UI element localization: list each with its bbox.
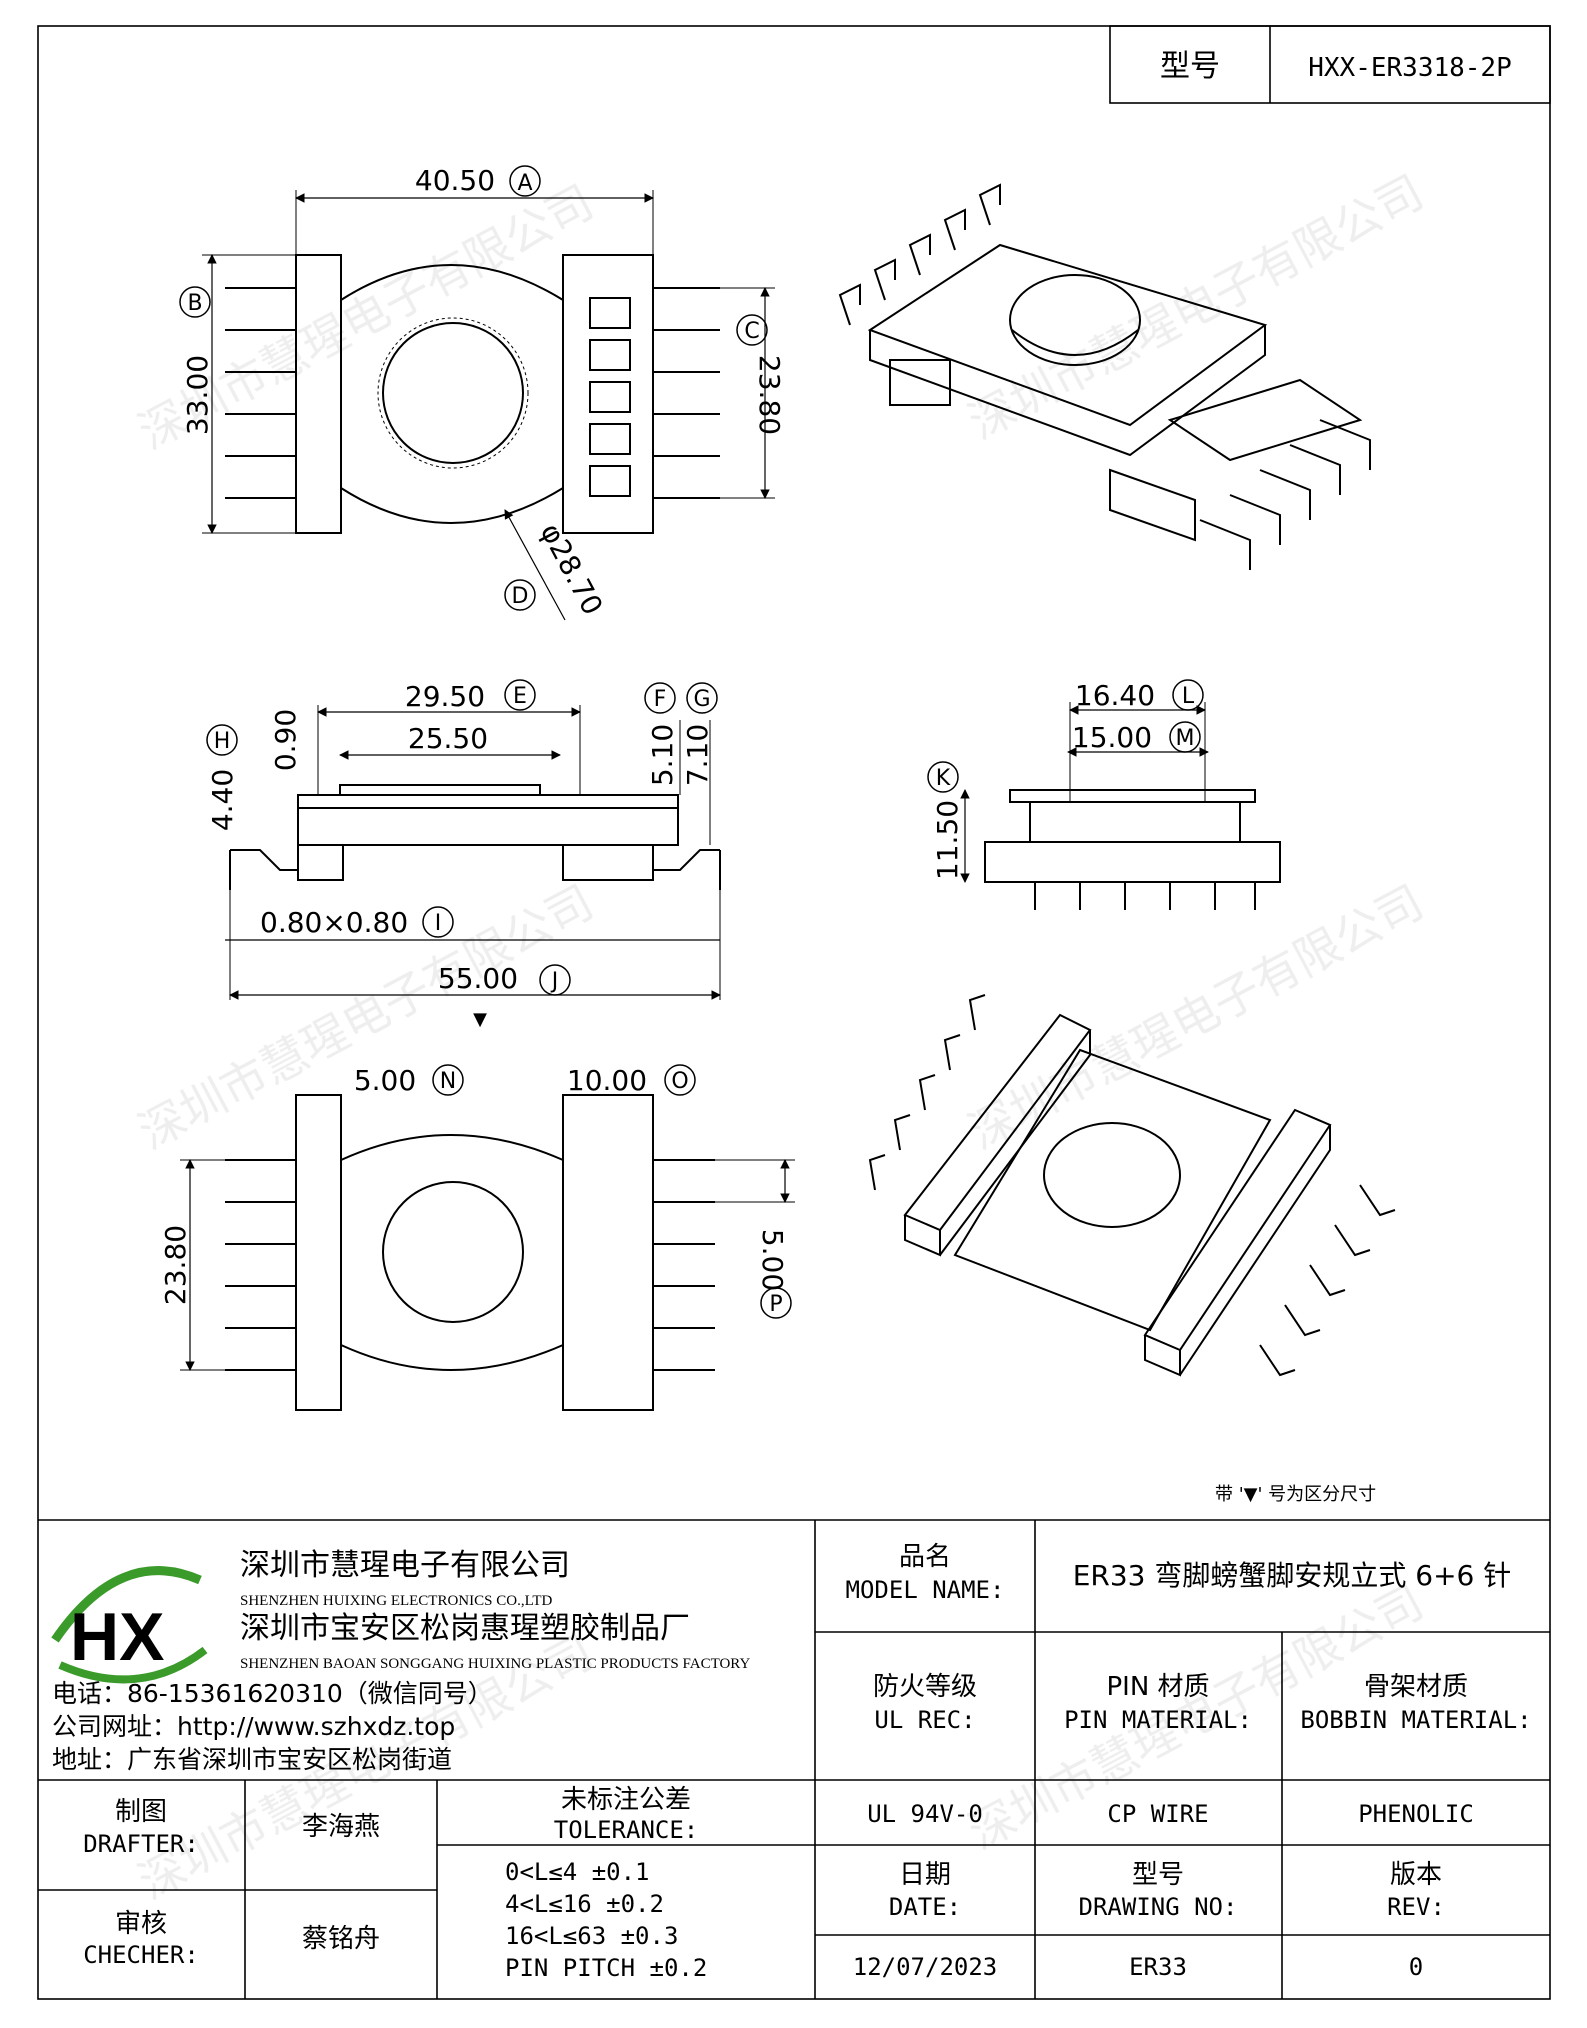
company-name-en: SHENZHEN HUIXING ELECTRONICS CO.,LTD [240, 1593, 553, 1609]
rev-cn: 版本 [1390, 1860, 1442, 1890]
end-view-labels: 16.40 L 15.00 M 11.50 K [927, 679, 1204, 880]
dim-j-ref: J [550, 969, 559, 994]
tolerance-lines: 0<L≤4 ±0.1 4<L≤16 ±0.2 16<L≤63 ±0.3 PIN … [505, 1858, 707, 1982]
pin-material-en: PIN MATERIAL: [1064, 1706, 1252, 1734]
iso-view-bottom [868, 994, 1396, 1377]
distinguish-mark: ▼ [473, 1009, 487, 1030]
checker-en: CHECHER: [83, 1941, 199, 1969]
dim-n-ref: N [440, 1069, 456, 1094]
date-cn: 日期 [899, 1860, 951, 1890]
header-model-label: 型号 [1160, 49, 1220, 84]
drafter-name: 李海燕 [302, 1812, 380, 1842]
drawing-no-en: DRAWING NO: [1079, 1893, 1238, 1921]
model-name-en: MODEL NAME: [846, 1576, 1005, 1604]
dim-m-value: 15.00 [1072, 721, 1152, 754]
dim-l-value: 16.40 [1075, 679, 1155, 712]
drawing-no-value: ER33 [1129, 1953, 1187, 1981]
dim-n-value: 5.00 [354, 1064, 416, 1097]
header-model-box: 型号 HXX-ER3318-2P [1109, 25, 1551, 104]
dim-thick-value: 0.90 [269, 709, 302, 771]
dim-f-value: 5.10 [646, 724, 679, 786]
drawing-no-cn: 型号 [1132, 1860, 1184, 1890]
dim-i-value: 0.80×0.80 [260, 906, 408, 939]
iso-view-top [838, 183, 1371, 570]
ul-rec-value: UL 94V-0 [867, 1800, 983, 1828]
bottom-view-labels: 5.00 N 10.00 O 23.80 5.00 P [159, 1064, 792, 1319]
side-view-labels: 29.50 E 25.50 0.90 5.10 F 7.10 G 4.40 H … [206, 679, 718, 1030]
watermark-4: 深圳市慧瑆电子有限公司 [960, 874, 1432, 1159]
dim-m-ref: M [1176, 726, 1195, 751]
logo-letters: HX [70, 1599, 164, 1675]
dim-f-ref: F [654, 687, 667, 712]
dim-p-value: 5.00 [756, 1229, 789, 1291]
drafter-cn: 制图 [115, 1797, 167, 1827]
bobbin-material-value: PHENOLIC [1358, 1800, 1474, 1828]
dim-d-ref: D [512, 584, 529, 609]
ul-rec-en: UL REC: [874, 1706, 975, 1734]
drafter-en: DRAFTER: [83, 1830, 199, 1858]
pin-material-value: CP WIRE [1107, 1800, 1208, 1828]
dim-e-ref: E [513, 684, 527, 709]
tolerance-line-4: PIN PITCH ±0.2 [505, 1954, 707, 1982]
tolerance-cn: 未标注公差 [561, 1785, 691, 1815]
date-en: DATE: [889, 1893, 961, 1921]
dim-o-ref: O [671, 1069, 688, 1094]
rev-en: REV: [1387, 1893, 1445, 1921]
dim-h-ref: H [214, 729, 231, 754]
dim-span-value: 23.80 [159, 1225, 192, 1305]
dim-g-value: 7.10 [681, 724, 714, 786]
model-name-value: ER33 弯脚螃蟹脚安规立式 6+6 针 [1073, 1559, 1512, 1592]
dim-b-value: 33.00 [181, 355, 214, 435]
tolerance-en: TOLERANCE: [554, 1816, 699, 1844]
dim-a-ref: A [517, 171, 532, 196]
outer-frame [37, 25, 1551, 2000]
dim-inner-value: 25.50 [408, 722, 488, 755]
title-block-cells: 品名 MODEL NAME: ER33 弯脚螃蟹脚安规立式 6+6 针 防火等级… [83, 1542, 1531, 1981]
bobbin-material-cn: 骨架材质 [1364, 1672, 1468, 1702]
factory-name-en: SHENZHEN BAOAN SONGGANG HUIXING PLASTIC … [240, 1656, 750, 1672]
company-phone: 电话：86-15361620310（微信同号） [52, 1679, 493, 1708]
dim-a-value: 40.50 [415, 164, 495, 197]
company-logo: HX [51, 1566, 208, 1684]
checker-cn: 审核 [115, 1909, 167, 1939]
checker-name: 蔡铭舟 [302, 1924, 380, 1954]
bottom-view [180, 1094, 795, 1411]
dim-c-value: 23.80 [753, 355, 786, 435]
company-website: 公司网址：http://www.szhxdz.top [52, 1712, 455, 1741]
dim-k-value: 11.50 [931, 800, 964, 880]
factory-name-cn: 深圳市宝安区松岗惠瑆塑胶制品厂 [240, 1611, 690, 1646]
dim-g-ref: G [693, 687, 710, 712]
title-block-grid [38, 1519, 1550, 1999]
dim-o-value: 10.00 [567, 1064, 647, 1097]
dim-i-ref: I [435, 911, 442, 936]
model-name-cn: 品名 [899, 1542, 951, 1572]
dim-j-value: 55.00 [438, 962, 518, 995]
rev-value: 0 [1409, 1953, 1423, 1981]
bobbin-material-en: BOBBIN MATERIAL: [1300, 1706, 1531, 1734]
tolerance-line-1: 0<L≤4 ±0.1 [505, 1858, 650, 1886]
tolerance-line-3: 16<L≤63 ±0.3 [505, 1922, 678, 1950]
company-name-cn: 深圳市慧瑆电子有限公司 [240, 1548, 570, 1583]
dim-k-ref: K [936, 766, 951, 791]
pin-material-cn: PIN 材质 [1106, 1672, 1209, 1702]
side-view [225, 705, 721, 1000]
company-info: 深圳市慧瑆电子有限公司 SHENZHEN HUIXING ELECTRONICS… [52, 1548, 750, 1774]
dim-b-ref: B [187, 291, 202, 316]
header-model-value: HXX-ER3318-2P [1308, 53, 1512, 83]
dim-e-value: 29.50 [405, 680, 485, 713]
top-view [202, 190, 775, 621]
distinguish-note: 带 '▼' 号为区分尺寸 [1215, 1484, 1376, 1505]
ul-rec-cn: 防火等级 [873, 1672, 977, 1702]
tolerance-line-2: 4<L≤16 ±0.2 [505, 1890, 664, 1918]
dim-h-value: 4.40 [206, 769, 239, 831]
company-address: 地址：广东省深圳市宝安区松岗街道 [52, 1745, 452, 1774]
date-value: 12/07/2023 [853, 1953, 998, 1981]
dim-l-ref: L [1182, 684, 1195, 709]
dim-c-ref: C [744, 319, 759, 344]
dim-p-ref: P [769, 1292, 782, 1317]
